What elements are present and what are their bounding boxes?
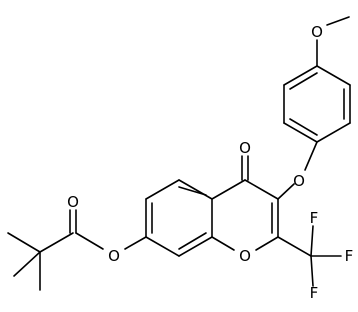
bond-quat-c-me1 — [7, 232, 41, 253]
atom-o-ketone: O — [239, 139, 251, 157]
bond-c4a-c4 — [211, 179, 246, 200]
atom-f-top: F — [310, 209, 319, 227]
bond-c4a-c5-inner — [178, 186, 207, 196]
bonds — [7, 16, 351, 291]
bond-carbonyl-c-quat-c — [39, 232, 74, 253]
bond-c2-cf3 — [277, 236, 312, 257]
bond-o-c3 — [277, 183, 295, 200]
atom-f-bottom: F — [310, 284, 319, 302]
bond-ar6 — [283, 65, 318, 86]
bond-quat-c-me2 — [13, 251, 41, 277]
bond-ar3 — [316, 122, 351, 143]
atom-o-ester-single: O — [108, 247, 120, 265]
atom-o-ring: O — [239, 247, 251, 265]
bond-c4-c3 — [244, 179, 279, 200]
atom-o-ether: O — [293, 172, 305, 190]
atom-o-methoxy: O — [311, 23, 323, 41]
bond-c7-o — [124, 236, 147, 250]
bond-ar6-inner — [289, 72, 318, 90]
bond-ar4 — [283, 122, 318, 143]
bond-c8-c8a-inner — [178, 232, 207, 250]
atom-o-ester-carbonyl: O — [67, 193, 79, 211]
bond-o1-c8a — [211, 236, 235, 251]
bond-cf3-f-bottom — [310, 255, 314, 287]
bond-ar1 — [316, 65, 351, 86]
atom-labels: O O O O O O F F F — [67, 23, 353, 302]
bond-c7-c8 — [145, 236, 180, 257]
bond-c4a-c5 — [178, 179, 213, 200]
atom-f-right: F — [345, 247, 354, 265]
bond-aryl-o — [304, 141, 318, 171]
bond-c2-o1 — [255, 236, 279, 251]
bond-cf3-f-top — [310, 225, 314, 257]
bond-c8-c8a — [178, 236, 213, 257]
bond-methyl-o — [326, 16, 350, 26]
bond-c5-c6 — [145, 179, 180, 200]
bond-o-carbonyl-c — [75, 232, 104, 250]
bond-ar4-inner — [289, 118, 318, 136]
